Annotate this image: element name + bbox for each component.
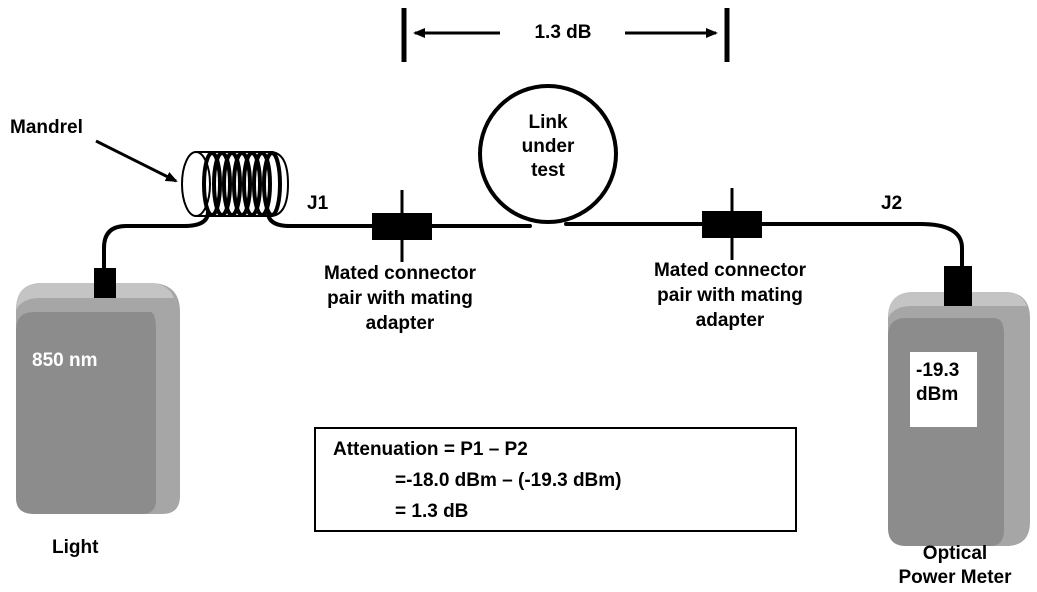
left-mated-connector bbox=[372, 190, 432, 262]
loss-span-label: 1.3 dB bbox=[534, 22, 592, 43]
meter-port-connector bbox=[944, 266, 972, 306]
j2-label: J2 bbox=[881, 193, 903, 214]
right-connector-label-line3: adapter bbox=[695, 310, 765, 331]
meter-reading-value: -19.3 bbox=[916, 360, 960, 381]
link-label-line3: test bbox=[531, 160, 565, 181]
link-label-line2: under bbox=[521, 136, 575, 157]
fiber-source-to-mandrel bbox=[102, 210, 210, 274]
left-connector-label-line3: adapter bbox=[365, 313, 435, 334]
mandrel bbox=[181, 151, 290, 217]
meter-name-line2: Power Meter bbox=[898, 567, 1012, 588]
link-label-line1: Link bbox=[528, 112, 568, 133]
right-connector-label-line1: Mated connector bbox=[653, 260, 807, 281]
meter-name-line1: Optical bbox=[922, 543, 988, 564]
link-under-test-loop bbox=[478, 84, 618, 224]
light-source-box bbox=[16, 283, 180, 514]
left-connector-label-line2: pair with mating bbox=[327, 288, 473, 309]
mandrel-label: Mandrel bbox=[10, 117, 83, 138]
formula-line2: =-18.0 dBm – (-19.3 dBm) bbox=[395, 470, 622, 491]
j1-label: J1 bbox=[307, 193, 329, 214]
formula-line1: Attenuation = P1 – P2 bbox=[333, 439, 528, 460]
right-connector-label-line2: pair with mating bbox=[657, 285, 803, 306]
left-connector-label-line1: Mated connector bbox=[323, 263, 477, 284]
attenuation-formula-box: Attenuation = P1 – P2 =-18.0 dBm – (-19.… bbox=[314, 427, 797, 532]
formula-line3: = 1.3 dB bbox=[395, 501, 469, 522]
power-meter-display: -19.3 dBm bbox=[910, 352, 977, 427]
light-source-label: Light bbox=[52, 537, 99, 558]
source-wavelength-label: 850 nm bbox=[32, 350, 98, 371]
right-mated-connector bbox=[702, 188, 762, 260]
mandrel-pointer-arrow bbox=[95, 139, 178, 183]
meter-reading-unit: dBm bbox=[916, 384, 959, 405]
source-port-connector bbox=[94, 268, 116, 298]
loss-dimension-bracket bbox=[401, 8, 730, 62]
fiber-link-to-meter bbox=[564, 222, 964, 272]
